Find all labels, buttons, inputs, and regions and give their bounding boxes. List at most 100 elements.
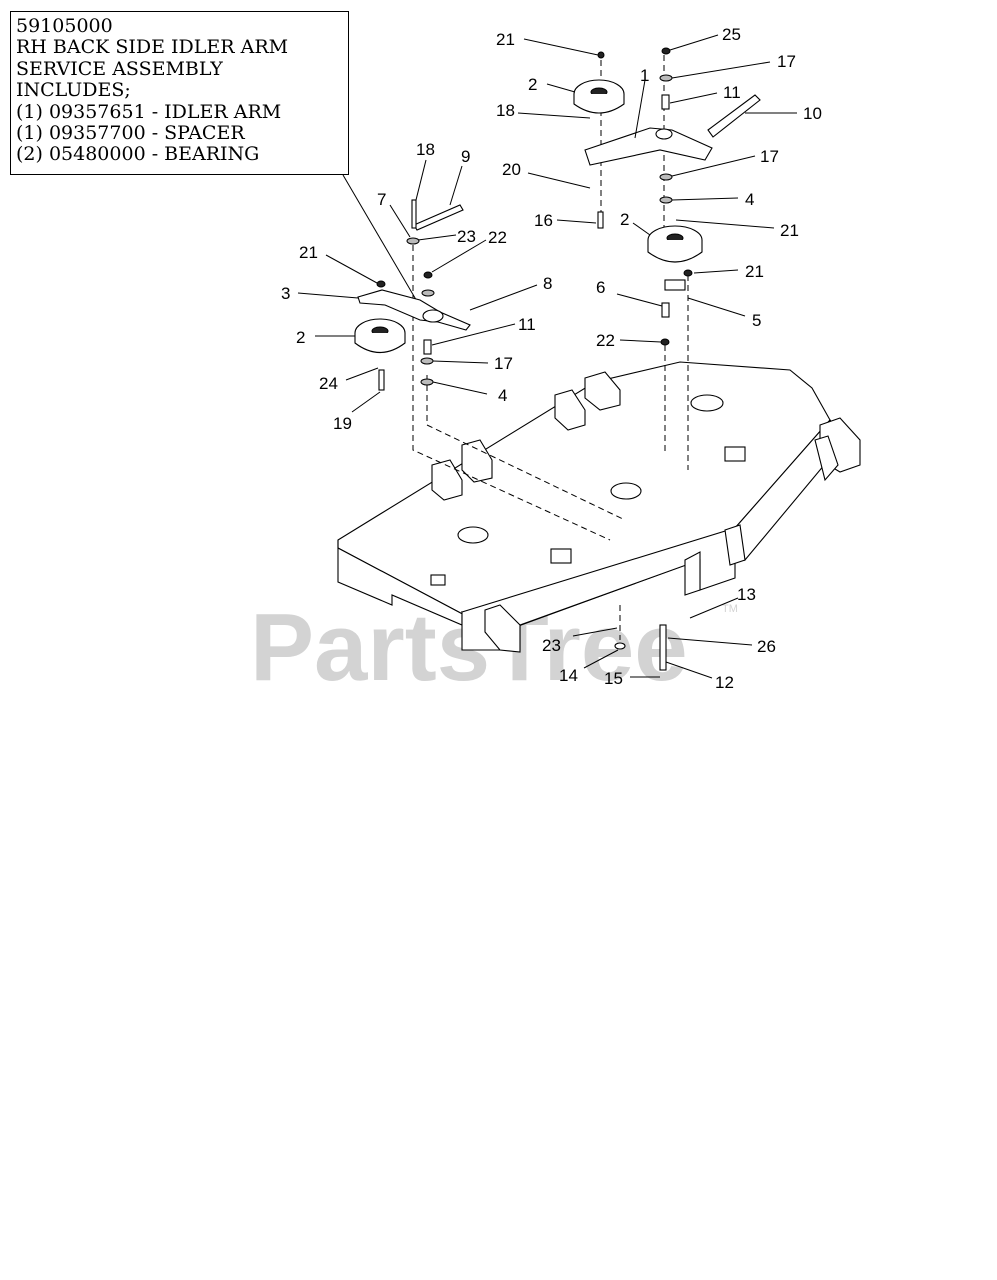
- deck-bracket-front-left: [484, 604, 521, 653]
- assembly-note-line: SERVICE ASSEMBLY: [16, 57, 223, 80]
- deck-tab: [724, 446, 746, 462]
- callout-17: 17: [760, 147, 779, 166]
- callout-14: 14: [559, 666, 578, 685]
- assembly-note-line: RH BACK SIDE IDLER ARM: [16, 36, 289, 59]
- washer-4: [420, 378, 434, 386]
- callout-26: 26: [757, 637, 776, 656]
- pin-12: [659, 624, 667, 671]
- washer-14: [614, 642, 626, 650]
- callout-24: 24: [319, 374, 338, 393]
- callout-20: 20: [502, 160, 521, 179]
- callout-4: 4: [498, 386, 507, 405]
- spindle-hole: [457, 526, 489, 544]
- callout-10: 10: [803, 104, 822, 123]
- callout-1: 1: [640, 66, 649, 85]
- washer-4: [659, 196, 673, 204]
- assembly-note-box: 59105000 RH BACK SIDE IDLER ARM SERVICE …: [10, 11, 349, 175]
- callout-3: 3: [281, 284, 290, 303]
- spindle-hole: [610, 482, 642, 500]
- idler-arm-hub: [655, 128, 673, 140]
- assembly-line: [426, 375, 626, 521]
- callout-21: 21: [780, 221, 799, 240]
- callout-2: 2: [528, 75, 537, 94]
- callout-8: 8: [543, 274, 552, 293]
- callout-22: 22: [488, 228, 507, 247]
- assembly-note-line: (1) 09357700 - SPACER: [16, 122, 245, 145]
- idler-arm-1: [584, 127, 713, 166]
- deck-bracket-front-right: [724, 524, 746, 566]
- assembly-note-line: (2) 05480000 - BEARING: [16, 143, 260, 166]
- pulley-2-left-rim: [354, 333, 406, 354]
- spacer-11: [661, 94, 670, 110]
- spring-10: [707, 94, 761, 138]
- bottom-hardware: [614, 624, 667, 671]
- nut-21: [376, 280, 386, 288]
- bolt-16: [597, 211, 604, 229]
- deck-mount-bracket: [584, 371, 621, 411]
- bolt-19: [378, 369, 385, 391]
- nut-21: [683, 269, 693, 277]
- deck-mount-bracket: [461, 439, 493, 483]
- mower-deck: [337, 361, 861, 653]
- assembly-note-line: (1) 09357651 - IDLER ARM: [16, 100, 282, 123]
- nut-22: [423, 271, 433, 279]
- pulley-2-rim: [573, 94, 625, 114]
- idler-arm-3: [357, 289, 471, 331]
- callout-12: 12: [715, 673, 734, 692]
- leader-lines: [297, 34, 797, 679]
- callout-22: 22: [596, 331, 615, 350]
- assembly-note-line: 59105000: [16, 15, 113, 37]
- watermark-tm: TM: [722, 603, 738, 615]
- nut-21: [597, 51, 605, 59]
- bearing-17: [659, 74, 673, 82]
- deck-tab: [430, 574, 446, 586]
- callout-23: 23: [457, 227, 476, 246]
- washer-23: [406, 237, 420, 245]
- callout-labels: 21 25 2 17 1 11 18 10 17 20 4 16 2 21 21…: [281, 25, 822, 692]
- callout-5: 5: [752, 311, 761, 330]
- callout-11: 11: [518, 315, 536, 334]
- callout-17: 17: [777, 52, 796, 71]
- left-idler-arm-assembly: [354, 199, 471, 391]
- assembly-line: [412, 245, 611, 541]
- idler-arm-hub: [422, 309, 444, 323]
- callout-2: 2: [296, 328, 305, 347]
- callout-17: 17: [494, 354, 513, 373]
- pulley-2-right-rim: [647, 240, 703, 263]
- callout-11: 11: [723, 83, 741, 102]
- callout-15: 15: [604, 669, 623, 688]
- callout-18: 18: [496, 101, 515, 120]
- bracket-5: [664, 279, 686, 291]
- callout-13: 13: [737, 585, 756, 604]
- callout-7: 7: [377, 190, 386, 209]
- callout-2: 2: [620, 210, 629, 229]
- callout-21: 21: [496, 30, 515, 49]
- callout-9: 9: [461, 147, 470, 166]
- upper-idler-arm-assembly: [573, 47, 761, 346]
- callout-21: 21: [299, 243, 318, 262]
- bearing-17: [659, 173, 673, 181]
- spacer-6: [661, 302, 670, 318]
- spindle-hole: [690, 394, 724, 412]
- deck-mount-bracket: [431, 459, 463, 501]
- note-leader-line: [342, 174, 426, 316]
- deck-mount-bracket: [554, 389, 586, 431]
- deck-bracket-front-mid: [684, 551, 701, 596]
- callout-21: 21: [745, 262, 764, 281]
- bolt-18: [411, 199, 417, 229]
- callout-16: 16: [534, 211, 553, 230]
- nut-22: [660, 338, 670, 346]
- callout-25: 25: [722, 25, 741, 44]
- nut-25: [661, 47, 671, 55]
- spacer-11: [423, 339, 432, 355]
- callout-19: 19: [333, 414, 352, 433]
- deck-bracket-right-2: [814, 435, 839, 482]
- callout-23: 23: [542, 636, 561, 655]
- bearing-17: [420, 357, 434, 365]
- deck-tab: [550, 548, 572, 564]
- bearing: [421, 289, 435, 297]
- spring-9: [413, 204, 464, 231]
- callout-18: 18: [416, 140, 435, 159]
- assembly-note-line: INCLUDES;: [16, 79, 131, 102]
